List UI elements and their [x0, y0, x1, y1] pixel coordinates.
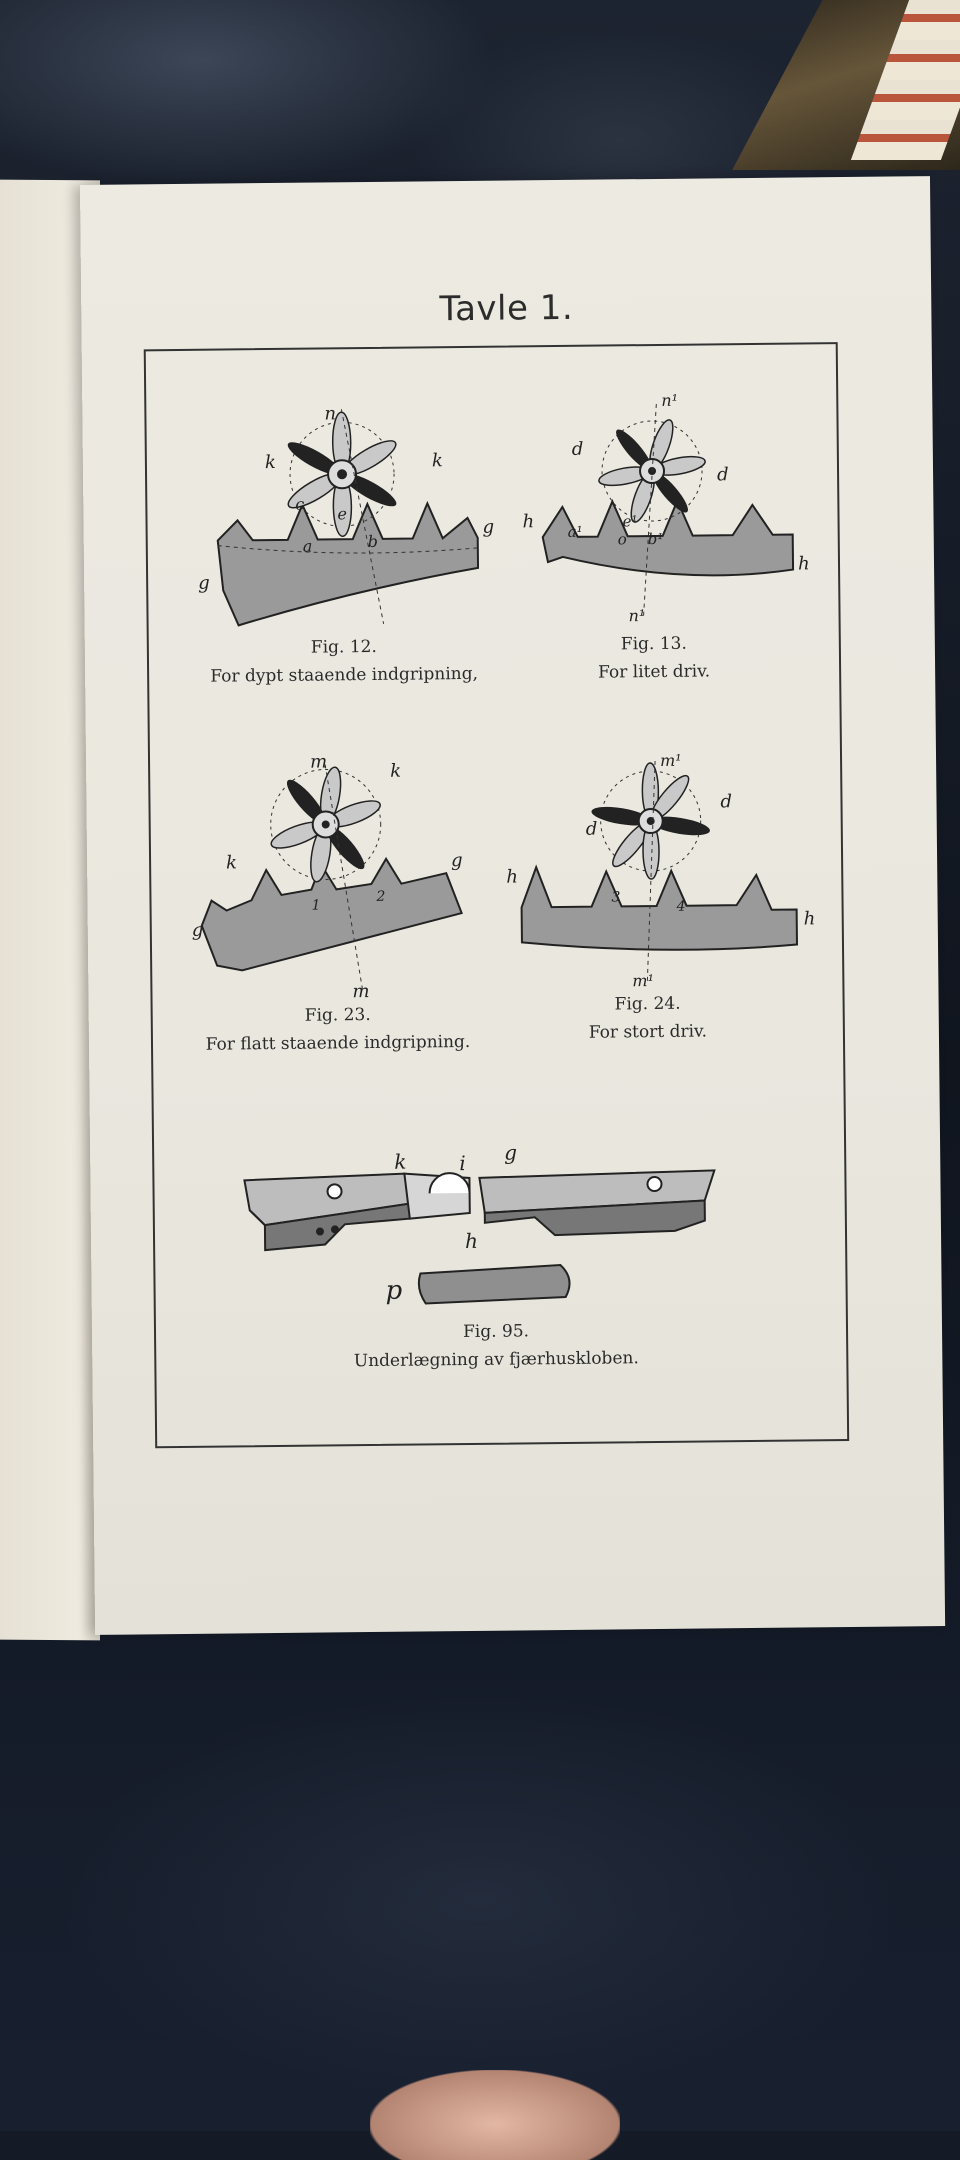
fig13-label-b: b¹	[648, 530, 664, 548]
fig24-label-d-right: d	[720, 791, 732, 812]
fig23-label-m-bottom: m	[352, 981, 369, 1001]
fig13-label-d-left: d	[572, 439, 584, 460]
fig24-label-h-right: h	[804, 908, 816, 929]
figure-95-drawing: k i g h p	[243, 1140, 716, 1306]
fig24-label-m-bottom: m¹	[632, 971, 654, 990]
fig23-number: Fig. 23.	[304, 1005, 371, 1026]
fig95-label-g: g	[504, 1145, 517, 1165]
fig12-label-g-left: g	[198, 573, 210, 594]
fig13-label-h-left: h	[522, 511, 534, 532]
figure-12-drawing: n k k c e b a g g	[198, 403, 494, 627]
fig23-label-g-right: g	[451, 850, 463, 871]
figure-13-drawing: n¹ d d h h a¹ e¹ o b¹ n¹	[522, 391, 810, 626]
page-title: Tavle 1.	[439, 287, 574, 330]
figure-13: n¹ d d h h a¹ e¹ o b¹ n¹ Fig. 13. For li…	[521, 384, 823, 683]
fig23-label-k-right: k	[390, 761, 401, 782]
fig12-number: Fig. 12.	[310, 636, 377, 658]
fig95-label-p: p	[385, 1276, 402, 1306]
fig95-caption: Underlægning av fjærhuskloben.	[353, 1348, 639, 1372]
fig24-number: Fig. 24.	[614, 993, 681, 1015]
figure-24-drawing: m¹ d d h h 3 4 m¹	[506, 751, 816, 991]
fig23-caption: For flatt staaende indgripning.	[205, 1031, 471, 1055]
figure-24: m¹ d d h h 3 4 m¹ Fig. 24. For stort dri…	[505, 744, 828, 1043]
fig23-label-g-left: g	[192, 920, 204, 941]
fig23-label-m-top: m	[310, 751, 327, 772]
fig13-caption: For litet driv.	[597, 661, 711, 683]
fig13-label-n-bottom: n¹	[628, 606, 645, 625]
fig12-label-a: a	[303, 537, 313, 556]
fig13-label-o: o	[618, 530, 627, 548]
fig13-label-a: a¹	[568, 523, 583, 541]
fig24-tooth-3: 3	[611, 889, 620, 905]
figure-23: m k k g g 1 2 m Fig. 23. For flatt staae…	[170, 748, 503, 1054]
fig12-label-e: e	[337, 504, 347, 523]
fig12-label-k-left: k	[265, 452, 276, 473]
fig23-tooth-2: 2	[375, 889, 385, 905]
fig24-label-d-left: d	[586, 819, 598, 840]
fig24-label-m-top: m¹	[660, 751, 682, 770]
fig24-tooth-4: 4	[676, 899, 686, 915]
figure-12: n k k c e b a g g Fig. 12. For dypt staa…	[176, 388, 508, 686]
fig13-label-e: e¹	[622, 512, 637, 530]
book-page: Tavle 1.	[80, 176, 946, 1635]
figure-95: k i g h p Fig. 95. Underlægning av fjærh…	[234, 1140, 756, 1371]
fig24-label-h-left: h	[506, 866, 518, 887]
fig95-label-h: h	[465, 1229, 478, 1253]
figure-23-drawing: m k k g g 1 2 m	[192, 751, 463, 1002]
fig13-label-d-right: d	[717, 464, 729, 485]
fig24-caption: For stort driv.	[588, 1021, 708, 1043]
fig12-label-k-right: k	[432, 450, 443, 471]
fig13-label-n-top: n¹	[661, 391, 678, 410]
fig12-label-g-right: g	[482, 517, 494, 538]
fig95-label-i: i	[459, 1151, 466, 1175]
fig13-number: Fig. 13.	[620, 633, 687, 655]
fig12-label-c: c	[295, 495, 304, 514]
fig12-label-n-top: n	[324, 403, 336, 424]
illustration-plate: n k k c e b a g g Fig. 12. For dypt staa…	[143, 342, 850, 1449]
fig12-caption: For dypt staaende indgripning,	[210, 663, 479, 687]
thumb	[370, 2070, 620, 2160]
fig95-label-k: k	[394, 1150, 406, 1174]
fig13-label-h-right: h	[798, 553, 810, 574]
fig23-tooth-1: 1	[311, 898, 320, 914]
fig23-label-k-left: k	[226, 852, 237, 873]
fig12-label-b: b	[368, 532, 378, 551]
